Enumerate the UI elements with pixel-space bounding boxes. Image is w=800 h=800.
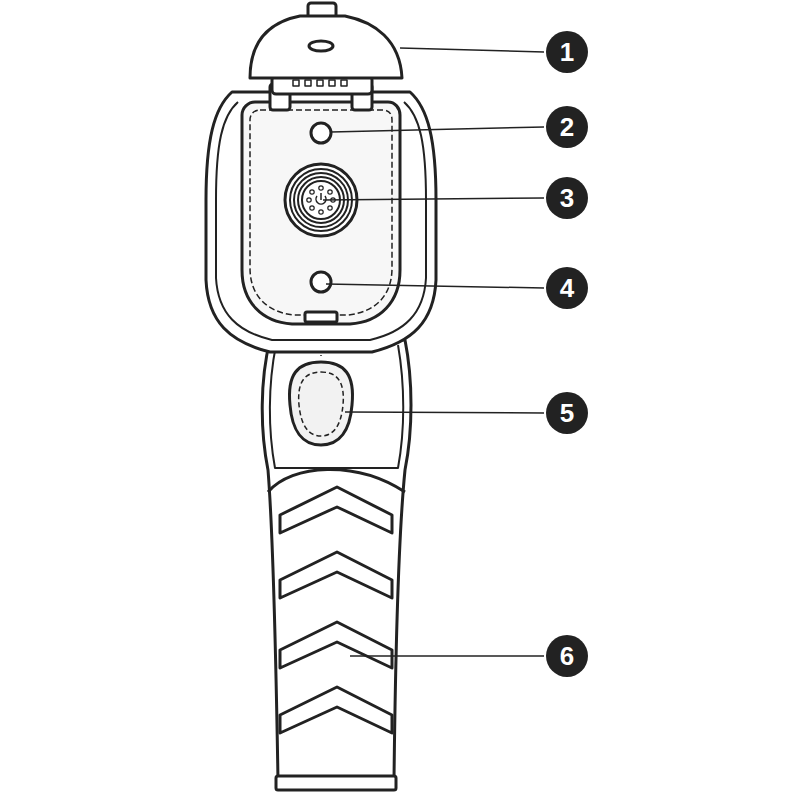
callout-number: 6	[546, 635, 588, 677]
callout-number: 5	[546, 392, 588, 434]
callout-number: 4	[546, 267, 588, 309]
callout-number: 1	[546, 31, 588, 73]
callout-number: 3	[546, 177, 588, 219]
callout-number: 2	[546, 106, 588, 148]
